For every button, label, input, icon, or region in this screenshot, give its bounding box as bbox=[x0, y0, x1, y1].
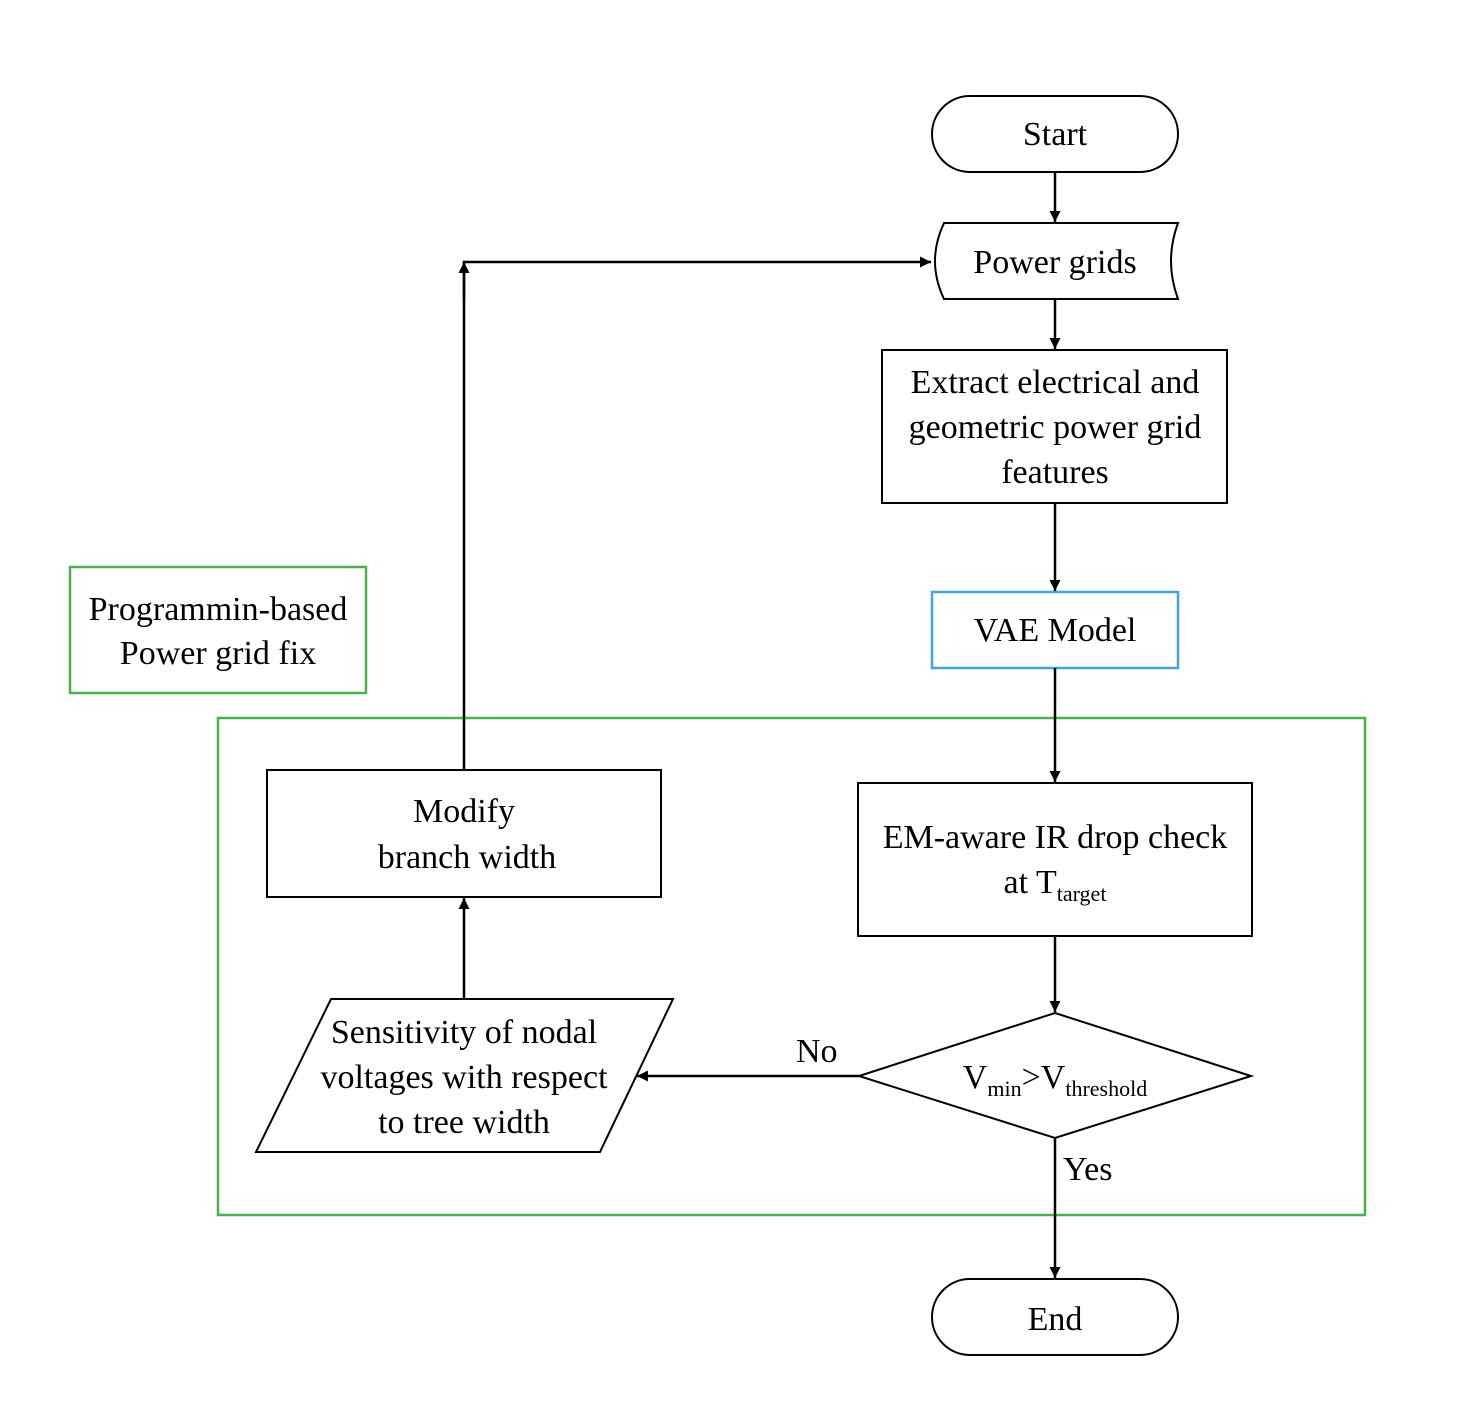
sensitivity-line-2: voltages with respect bbox=[320, 1059, 608, 1096]
fix-region-border bbox=[216, 716, 1367, 1217]
ir-drop-check-box bbox=[857, 782, 1253, 937]
modify-width-node: Modify branch width bbox=[266, 769, 662, 898]
extract-features-line-3: features bbox=[1001, 454, 1109, 491]
vae-model-node: VAE Model bbox=[930, 590, 1180, 670]
connectors bbox=[458, 172, 1061, 1278]
sensitivity-line-3: to tree width bbox=[378, 1104, 550, 1141]
ir-drop-check-prefix: at T bbox=[1004, 864, 1057, 901]
modify-width-line-2: branch width bbox=[378, 839, 556, 876]
sensitivity-parallelogram bbox=[254, 998, 675, 1153]
ir-drop-check-node: EM-aware IR drop check at Ttarget bbox=[857, 782, 1253, 937]
arrow-modify-loop-to-power-grids bbox=[462, 256, 931, 770]
modify-width-box bbox=[266, 769, 662, 898]
legend-line-1: Programmin-based bbox=[89, 591, 348, 628]
ir-drop-check-line-2: at Ttarget bbox=[1004, 864, 1107, 906]
power-grids-node: Power grids bbox=[934, 222, 1180, 300]
decision-operator: > bbox=[1022, 1059, 1041, 1096]
extract-features-line-1: Extract electrical and bbox=[911, 364, 1200, 401]
decision-label: Vmin>Vthreshold bbox=[963, 1059, 1147, 1101]
edge-label-no: No bbox=[796, 1033, 838, 1070]
decision-v1: V bbox=[963, 1059, 988, 1096]
power-grids-label: Power grids bbox=[973, 244, 1136, 281]
ir-drop-check-subscript: target bbox=[1057, 881, 1107, 906]
legend-box bbox=[68, 565, 368, 695]
start-node: Start bbox=[931, 95, 1179, 173]
end-label: End bbox=[1028, 1301, 1083, 1338]
power-grids-shape bbox=[934, 222, 1180, 300]
sensitivity-node: Sensitivity of nodal voltages with respe… bbox=[254, 998, 675, 1153]
legend: Programmin-based Power grid fix bbox=[68, 565, 368, 695]
decision-v2: V bbox=[1041, 1059, 1066, 1096]
vae-model-box bbox=[930, 590, 1180, 670]
modify-width-line-1: Modify bbox=[413, 793, 515, 830]
sensitivity-line-1: Sensitivity of nodal bbox=[331, 1014, 597, 1051]
end-node: End bbox=[931, 1278, 1179, 1356]
vae-model-label: VAE Model bbox=[974, 612, 1137, 649]
decision-node: Vmin>Vthreshold bbox=[855, 1011, 1255, 1140]
ir-drop-check-line-1: EM-aware IR drop check bbox=[883, 819, 1228, 856]
start-label: Start bbox=[1023, 116, 1088, 153]
extract-features-line-2: geometric power grid bbox=[909, 409, 1202, 446]
decision-v2-subscript: threshold bbox=[1065, 1076, 1147, 1101]
edge-label-yes: Yes bbox=[1063, 1151, 1112, 1188]
end-terminator bbox=[931, 1278, 1179, 1356]
decision-v1-subscript: min bbox=[987, 1076, 1021, 1101]
extract-features-node: Extract electrical and geometric power g… bbox=[881, 349, 1228, 504]
legend-line-2: Power grid fix bbox=[120, 635, 316, 672]
